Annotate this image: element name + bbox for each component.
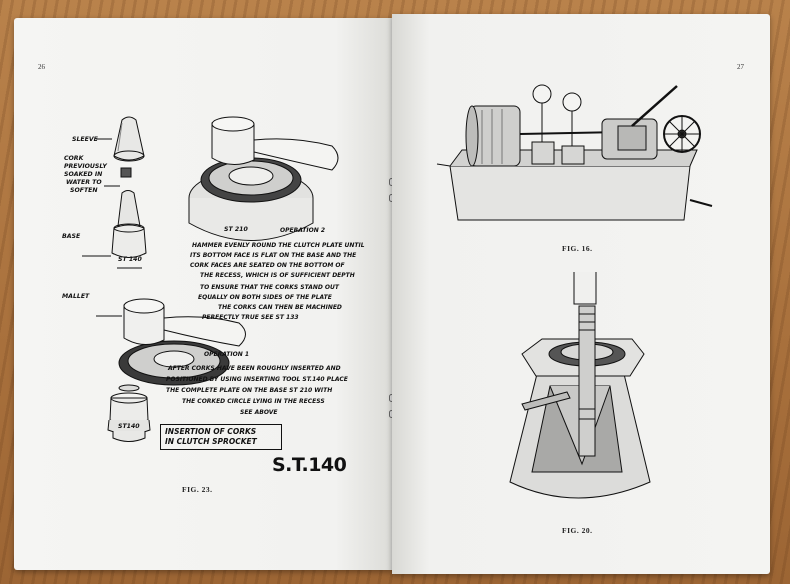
label-mallet: MALLET: [62, 293, 90, 300]
op2-line: PERFECTLY TRUE SEE ST 133: [202, 314, 299, 321]
label-st140-bottom: ST140: [118, 423, 140, 430]
op1-line: THE CORKED CIRCLE LYING IN THE RECESS: [182, 398, 325, 405]
op1-line: AFTER CORKS HAVE BEEN ROUGHLY INSERTED A…: [168, 365, 341, 372]
fig16-lathe-illustration: [436, 84, 713, 499]
operation-2-title: OPERATION 2: [280, 227, 325, 234]
left-page: 26: [14, 18, 392, 570]
label-st140-top: ST 140: [118, 256, 142, 263]
fig23-illustration: [82, 116, 339, 442]
op2-line: CORK FACES ARE SEATED ON THE BOTTOM OF: [190, 262, 345, 269]
right-page: 27: [392, 14, 770, 574]
op1-line: POSITIONED BY USING INSERTING TOOL ST.14…: [166, 376, 348, 383]
page-number-right: 27: [737, 63, 744, 71]
op1-line: SEE ABOVE: [240, 409, 278, 416]
label-base: BASE: [62, 233, 81, 240]
label-cork-line5: SOFTEN: [70, 187, 98, 194]
label-st210: ST 210: [224, 226, 248, 233]
label-cork-line1: CORK: [64, 155, 84, 162]
op2-line: THE CORKS CAN THEN BE MACHINED: [218, 304, 342, 311]
label-cork-line2: PREVIOUSLY: [64, 163, 107, 170]
operation-1-title: OPERATION 1: [204, 351, 249, 358]
op2-line: HAMMER EVENLY ROUND THE CLUTCH PLATE UNT…: [192, 242, 365, 249]
op2-line: THE RECESS, WHICH IS OF SUFFICIENT DEPTH: [200, 272, 355, 279]
title-box: INSERTION OF CORKS IN CLUTCH SPROCKET: [160, 424, 282, 450]
tool-number: S.T.140: [272, 454, 347, 476]
label-cork-line3: SOAKED IN: [64, 171, 103, 178]
fig20-caption: FIG. 20.: [562, 526, 593, 535]
title-box-line2: IN CLUTCH SPROCKET: [165, 437, 257, 446]
fig16-caption: FIG. 16.: [562, 244, 593, 253]
fig23-caption: FIG. 23.: [182, 485, 213, 494]
op2-line: ITS BOTTOM FACE IS FLAT ON THE BASE AND …: [190, 252, 357, 259]
title-box-line1: INSERTION OF CORKS: [165, 427, 257, 436]
label-sleeve: SLEEVE: [72, 136, 98, 143]
op2-line: TO ENSURE THAT THE CORKS STAND OUT: [200, 284, 340, 291]
page-number-left: 26: [38, 63, 45, 71]
label-cork-line4: WATER TO: [66, 179, 102, 186]
op2-line: EQUALLY ON BOTH SIDES OF THE PLATE: [198, 294, 332, 301]
op1-line: THE COMPLETE PLATE ON THE BASE ST 210 WI…: [166, 387, 333, 394]
